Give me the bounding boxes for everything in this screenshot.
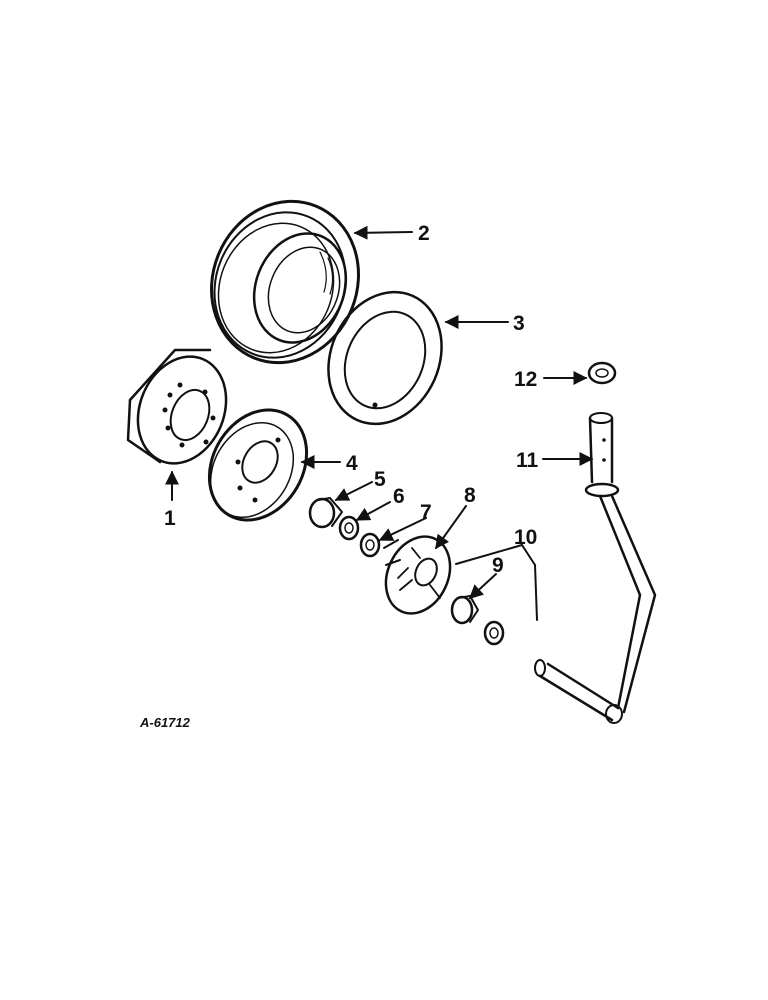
bearing-cone-10 xyxy=(483,620,505,646)
washer-12 xyxy=(587,361,617,385)
bearing-cup-5 xyxy=(308,497,343,529)
callout-8: 8 xyxy=(464,484,476,507)
callout-2: 2 xyxy=(418,222,430,245)
wheel-half-4 xyxy=(207,408,309,522)
tube xyxy=(327,290,443,426)
drawing-reference: A-61712 xyxy=(139,715,191,730)
callout-12: 12 xyxy=(514,368,537,391)
bearing-cone-6 xyxy=(338,515,360,541)
callout-3: 3 xyxy=(513,312,525,335)
callout-5: 5 xyxy=(374,468,386,491)
tire xyxy=(210,199,360,365)
callout-9: 9 xyxy=(492,554,504,577)
spindle-11 xyxy=(534,412,657,724)
bearing-cup-9 xyxy=(450,595,479,625)
callout-labels: 1 2 3 4 5 6 7 8 9 10 11 12 xyxy=(164,222,539,577)
hub-8 xyxy=(383,535,452,615)
callout-1: 1 xyxy=(164,507,176,530)
leader-lines xyxy=(165,225,594,621)
callout-7: 7 xyxy=(420,501,432,524)
callout-6: 6 xyxy=(393,485,405,508)
callout-11: 11 xyxy=(516,449,539,472)
callout-10: 10 xyxy=(514,526,537,549)
wheel-half-1 xyxy=(126,348,228,465)
callout-4: 4 xyxy=(346,452,358,475)
seal-7 xyxy=(359,532,381,558)
